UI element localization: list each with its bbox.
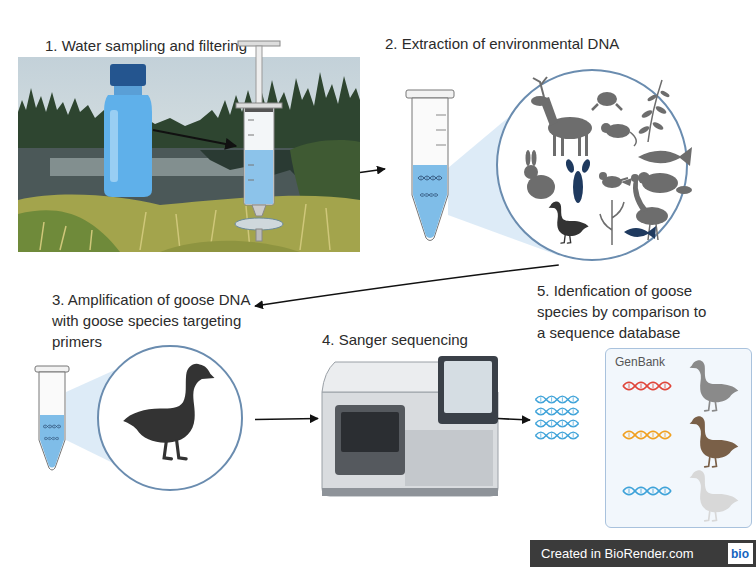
step-panel: 1. Water sampling and filtering	[18, 25, 360, 252]
step-title: 5. Idenfication of goose species by comp…	[537, 280, 717, 343]
flow-arrow	[360, 169, 385, 173]
logo-text: bio	[731, 547, 749, 561]
database-box: GenBank	[605, 348, 752, 528]
syringe-filter	[235, 41, 283, 241]
step-title: 3. Amplification of goose DNA with goose…	[52, 289, 267, 352]
zoom-circle	[98, 346, 242, 490]
flow-arrow	[153, 130, 236, 146]
reference-sequences	[623, 360, 738, 521]
goose-silhouette	[549, 201, 589, 243]
step-title: 2. Extraction of environmental DNA	[385, 33, 715, 54]
zoom-cone	[448, 74, 560, 256]
flow-arrow	[498, 419, 530, 420]
crustacean-fish-silhouettes	[564, 158, 656, 239]
flow-arrow	[255, 265, 559, 306]
step-panel: 2. Extraction of environmental DNA	[385, 25, 747, 265]
watermark-bar	[530, 540, 756, 567]
zoom-circle	[497, 70, 687, 260]
step-title: GenBank	[615, 354, 715, 370]
zoom-cone	[66, 346, 168, 490]
watermark-text: Created in BioRender.com	[541, 546, 693, 561]
step-title: 1. Water sampling and filtering	[45, 35, 345, 56]
goose-silhouette	[123, 364, 214, 459]
step-panel: 5. Idenfication of goose species by comp…	[530, 280, 752, 530]
step-panel: 3. Amplification of goose DNA with goose…	[20, 285, 255, 495]
sample-tube	[35, 366, 69, 470]
lake-photo	[18, 57, 360, 252]
flow-arrow	[255, 418, 318, 420]
step-panel: 4. Sanger sequencing	[318, 325, 498, 505]
sample-tube	[406, 90, 454, 241]
sequencer-machine	[322, 356, 498, 496]
logo-square	[728, 543, 753, 564]
step-title: 4. Sanger sequencing	[322, 329, 498, 350]
dna-sequences	[535, 396, 578, 439]
water-bottle	[104, 64, 152, 197]
organism-silhouettes	[524, 77, 692, 245]
